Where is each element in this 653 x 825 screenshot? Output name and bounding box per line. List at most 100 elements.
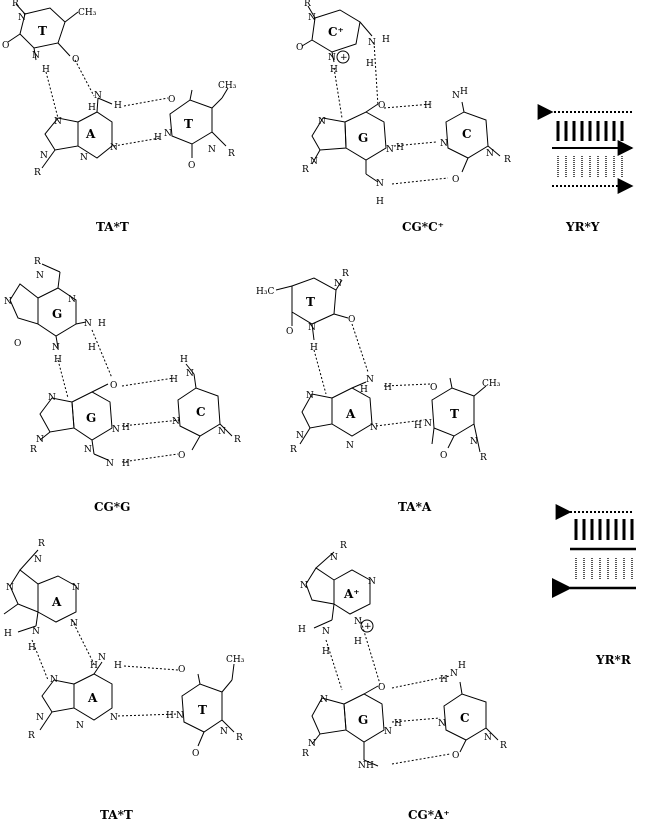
purine-strand-rungs: [574, 519, 634, 540]
hydrogen-bond: [373, 41, 379, 107]
atom-n: N: [84, 319, 92, 329]
atom-me-left: H₃C: [256, 287, 274, 297]
atom-n: N: [354, 617, 362, 627]
atom-o: O: [452, 175, 459, 185]
hydrogen-bond: [391, 753, 451, 765]
hydrogen-bond: [121, 419, 181, 427]
panel-ta-t-top: [7, 3, 229, 169]
atom-n: N: [424, 419, 432, 429]
atom-r: R: [480, 453, 487, 463]
atom-me: CH₃: [78, 8, 97, 18]
atom-n: N: [218, 427, 226, 437]
atom-n: N: [386, 145, 394, 155]
atom-n: N: [54, 117, 62, 127]
atom-o: O: [440, 451, 447, 461]
atom-n: H: [366, 761, 374, 771]
atom-n: N: [36, 271, 44, 281]
hydrogen-bond: [45, 71, 59, 119]
atom-h: H: [170, 375, 178, 385]
atom-n: N: [438, 719, 446, 729]
atom-n: N: [36, 435, 44, 445]
atom-n: N: [308, 13, 316, 23]
panel-cg-g: [9, 263, 233, 463]
atom-n: N: [450, 669, 458, 679]
atom-r: R: [342, 269, 349, 279]
atom-n: N: [366, 375, 374, 385]
atom-n: N: [34, 555, 42, 565]
atom-n: N: [370, 423, 378, 433]
atom-o: O: [296, 43, 303, 53]
purine-strand-rungs: [556, 121, 624, 141]
atom-n: N: [4, 297, 12, 307]
atom-h: H: [88, 343, 96, 353]
ring-label-c: C: [460, 711, 470, 725]
guanine-five-ring: [39, 397, 75, 433]
panel-ta-a: [275, 277, 487, 453]
caption-cg-aplus: CG*A⁺: [408, 808, 450, 822]
atom-h: H: [382, 35, 390, 45]
hydrogen-bond: [391, 675, 451, 689]
atom-h: H: [366, 59, 374, 69]
atom-h: H: [376, 197, 384, 207]
atom-o: O: [192, 749, 199, 759]
hydrogen-bond: [359, 617, 381, 685]
positive-charge-badge: [336, 50, 350, 64]
atom-h: H: [384, 383, 392, 393]
caption-ta-t-top: TA*T: [96, 220, 129, 234]
atom-n: N: [172, 417, 180, 427]
hydrogen-bond: [313, 349, 327, 395]
atom-o: O: [2, 41, 9, 51]
atom-r: R: [290, 445, 297, 455]
atom-h: H: [396, 143, 404, 153]
atom-o: O: [348, 315, 355, 325]
atom-h: H: [440, 675, 448, 685]
atom-r: R: [302, 749, 309, 759]
atom-n: N: [358, 761, 366, 771]
atom-n: N: [94, 91, 102, 101]
atom-n: N: [330, 553, 338, 563]
pyrimidine-strand-rungs: [575, 558, 633, 580]
hydrogen-bond: [57, 359, 69, 399]
hydrogen-bond: [375, 419, 425, 427]
atom-h: H: [28, 643, 36, 653]
hydrogen-bond: [91, 329, 113, 379]
atom-h: H: [114, 101, 122, 111]
hydrogen-bond: [71, 619, 95, 665]
atom-n: N: [322, 627, 330, 637]
hydrogen-bond: [351, 323, 369, 373]
hydrogen-bond: [333, 67, 343, 119]
guanine-five-ring: [311, 697, 347, 735]
charge-plus: +: [364, 622, 372, 632]
pyrimidine-strand-rungs: [557, 156, 623, 178]
atom-n: N: [208, 145, 216, 155]
atom-n: N: [484, 733, 492, 743]
atom-n: N: [110, 143, 118, 153]
ring-label-c-plus: C⁺: [328, 25, 344, 39]
ring-label-a: A: [85, 127, 96, 141]
atom-o: O: [286, 327, 293, 337]
atom-r: R: [504, 155, 511, 165]
atom-n: N: [334, 279, 342, 289]
atom-n: N: [48, 393, 56, 403]
atom-h: H: [42, 65, 50, 75]
atom-n: N: [36, 713, 44, 723]
atom-h: H: [298, 625, 306, 635]
atom-n: N: [84, 445, 92, 455]
hydrogen-bond: [123, 97, 169, 107]
atom-n: N: [98, 653, 106, 663]
atom-n: N: [164, 129, 172, 139]
hydrogen-bond: [121, 377, 175, 387]
atom-o: O: [452, 751, 459, 761]
atom-h: H: [90, 661, 98, 671]
ring-label-g: G: [358, 131, 368, 145]
atom-n: N: [384, 727, 392, 737]
panel-ta-t-bottom: [3, 549, 235, 747]
atom-r: R: [234, 435, 241, 445]
atom-r: R: [30, 445, 37, 455]
caption-yr-y: YR*Y: [565, 220, 600, 234]
atom-h: H: [354, 637, 362, 647]
atom-r: R: [236, 733, 243, 743]
atom-n: N: [308, 323, 316, 333]
atom-n: N: [76, 721, 84, 731]
atom-h: H: [98, 319, 106, 329]
